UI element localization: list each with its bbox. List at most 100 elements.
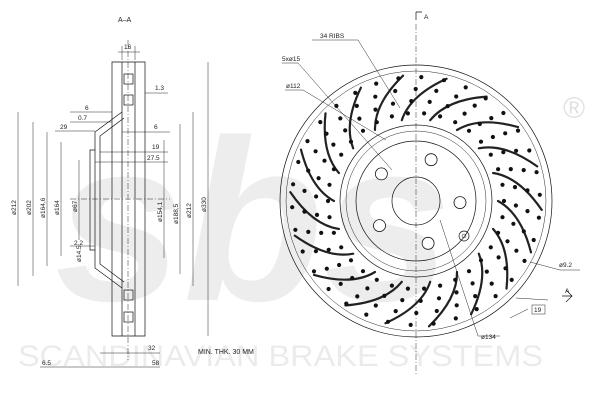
dim-diam-164: ø164	[54, 200, 61, 215]
label-pcd: ø112	[286, 83, 301, 90]
drill-hole	[318, 120, 323, 125]
disc-slot	[293, 234, 355, 256]
drill-hole	[508, 167, 513, 172]
dim-6-left: 6	[85, 105, 89, 112]
disc-slot	[373, 74, 405, 132]
drill-hole	[434, 88, 439, 93]
drill-hole	[501, 110, 506, 116]
drill-hole	[490, 134, 495, 140]
drill-hole	[453, 120, 458, 125]
drill-hole	[393, 309, 398, 314]
drill-hole	[313, 149, 318, 154]
drill-hole	[477, 121, 482, 127]
dim-58: 58	[152, 360, 160, 367]
drill-hole	[489, 281, 494, 286]
drill-hole	[400, 298, 405, 303]
dim-diam-154-1: ø154,1	[157, 201, 164, 222]
drill-hole	[478, 139, 484, 144]
drill-hole	[305, 139, 310, 144]
drill-hole	[521, 229, 526, 234]
label-ribs: 34 RIBS	[320, 33, 345, 40]
drill-hole-pattern	[290, 75, 542, 327]
drill-hole	[536, 215, 542, 220]
drill-hole	[522, 258, 527, 263]
drill-hole	[501, 198, 507, 204]
front-view: A A 34 RIBS 5xø15 ø112 ø9.2 ø134 19	[279, 11, 580, 375]
dim-19: 19	[152, 144, 160, 151]
drill-hole	[493, 294, 498, 299]
bolt-holes	[373, 153, 467, 250]
section-title: A–A	[118, 17, 132, 24]
disc-slot	[289, 191, 340, 231]
disc-slot	[400, 77, 448, 122]
drill-hole	[419, 75, 424, 80]
disc-slot	[492, 227, 509, 290]
label-hole-diam: ø9.2	[559, 262, 572, 269]
drill-hole	[374, 81, 379, 86]
drill-hole	[382, 293, 387, 298]
drill-hole	[331, 230, 336, 235]
drill-hole	[331, 167, 336, 172]
drill-hole	[405, 111, 410, 116]
dim-diam-202: ø202	[26, 200, 33, 215]
dim-diam-212-right: ø212	[186, 203, 193, 218]
drill-hole	[348, 139, 354, 144]
drill-hole	[390, 101, 396, 106]
drill-hole	[500, 215, 505, 220]
disc-slot	[492, 171, 543, 211]
drill-hole	[324, 266, 329, 271]
drill-hole	[454, 303, 459, 308]
dim-diam-164-6: ø164,6	[40, 197, 47, 218]
disc-profile	[111, 61, 146, 337]
drill-hole	[434, 308, 439, 314]
drill-hole	[488, 245, 493, 250]
label-bolts: 5xø15	[282, 56, 300, 63]
drill-hole	[505, 239, 510, 244]
drill-hole	[454, 290, 459, 295]
drill-hole	[466, 128, 472, 133]
drill-hole	[338, 116, 343, 121]
dim-32: 32	[148, 345, 156, 352]
drill-hole	[527, 148, 532, 153]
drill-hole	[525, 188, 530, 193]
drill-hole	[339, 152, 344, 157]
drill-hole	[374, 120, 379, 125]
bolt-hole	[373, 219, 386, 233]
drill-hole	[409, 99, 414, 104]
dim-29: 29	[60, 124, 68, 131]
drill-hole	[537, 192, 542, 197]
drill-hole	[316, 176, 321, 181]
drill-hole	[405, 286, 410, 291]
hub-face	[355, 140, 477, 262]
disc-slot	[384, 280, 432, 325]
drill-hole	[360, 128, 366, 133]
left-diameter-dims: ø212 ø202 ø164,6 ø164 ø67	[11, 112, 80, 286]
drill-hole	[489, 116, 494, 121]
dim-1-3: 1.3	[155, 85, 164, 92]
section-view: A–A 16 1.3 6 0.7 29 6	[11, 17, 254, 368]
label-center-bore: ø134	[481, 334, 496, 341]
disc-slot	[477, 146, 539, 168]
friction-inner-edge	[339, 124, 493, 278]
dim-diam-67: ø67	[72, 200, 79, 212]
drill-hole	[306, 229, 311, 234]
disc-outer-edge	[279, 64, 553, 338]
drill-hole	[478, 258, 484, 263]
drill-hole	[422, 286, 427, 291]
center-bore	[391, 176, 441, 226]
drill-hole	[453, 316, 458, 321]
drill-hole	[501, 150, 506, 155]
drill-hole	[462, 111, 467, 116]
drill-hole	[534, 170, 539, 175]
drill-hole	[453, 277, 458, 282]
drill-hole	[343, 128, 348, 133]
drill-hole	[296, 159, 301, 165]
drill-hole	[483, 96, 488, 101]
disc-slot	[427, 270, 459, 328]
drill-hole	[374, 277, 379, 282]
drill-hole	[337, 262, 342, 268]
min-thickness-note: MIN. THK. 30 MM	[198, 349, 254, 356]
drill-hole	[319, 230, 324, 235]
drill-hole	[302, 209, 307, 214]
